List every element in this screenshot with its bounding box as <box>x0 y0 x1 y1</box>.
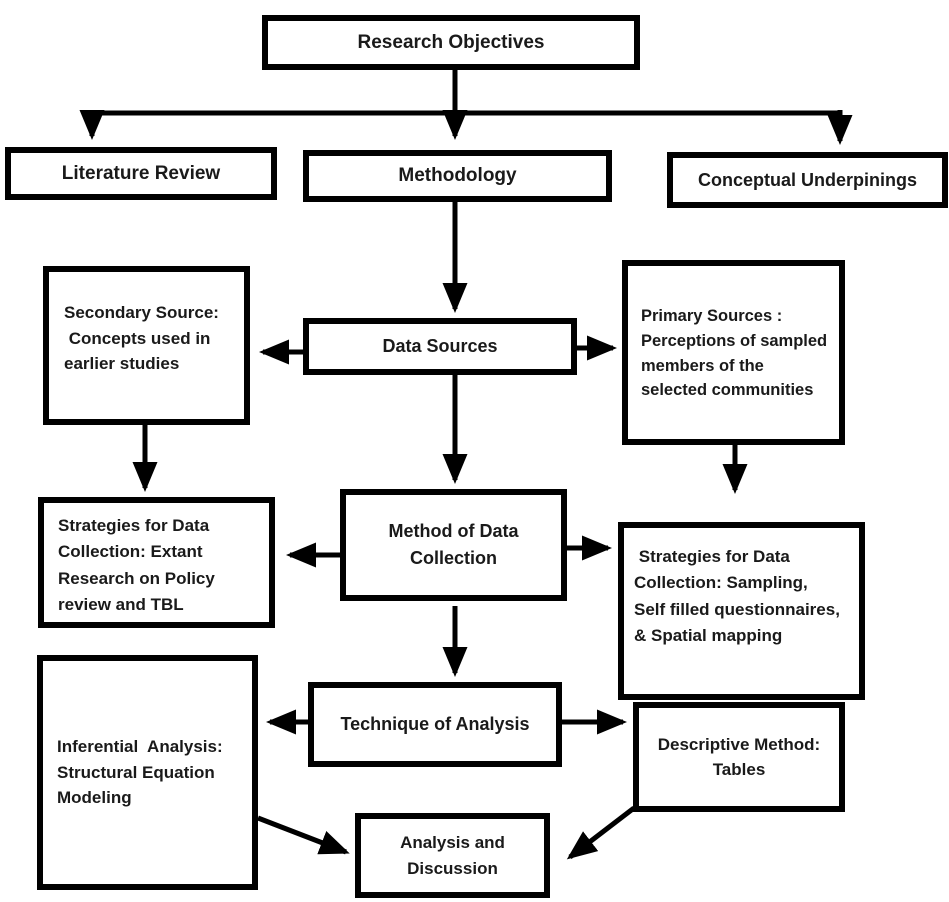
node-data-sources: Data Sources <box>303 318 577 375</box>
node-primary-sources: Primary Sources : Perceptions of sampled… <box>622 260 845 445</box>
node-conceptual-underpinings: Conceptual Underpinings <box>667 152 948 208</box>
node-secondary-source: Secondary Source: Concepts used in earli… <box>43 266 250 425</box>
node-inferential-analysis: Inferential Analysis: Structural Equatio… <box>37 655 258 890</box>
node-method-of-data-collection: Method of Data Collection <box>340 489 567 601</box>
node-technique-of-analysis: Technique of Analysis <box>308 682 562 767</box>
node-research-objectives: Research Objectives <box>262 15 640 70</box>
node-literature-review: Literature Review <box>5 147 277 200</box>
node-methodology: Methodology <box>303 150 612 202</box>
node-strategies-extant-research: Strategies for Data Collection: Extant R… <box>38 497 275 628</box>
node-descriptive-method: Descriptive Method: Tables <box>633 702 845 812</box>
node-analysis-and-discussion: Analysis and Discussion <box>355 813 550 898</box>
node-strategies-sampling: Strategies for Data Collection: Sampling… <box>618 522 865 700</box>
